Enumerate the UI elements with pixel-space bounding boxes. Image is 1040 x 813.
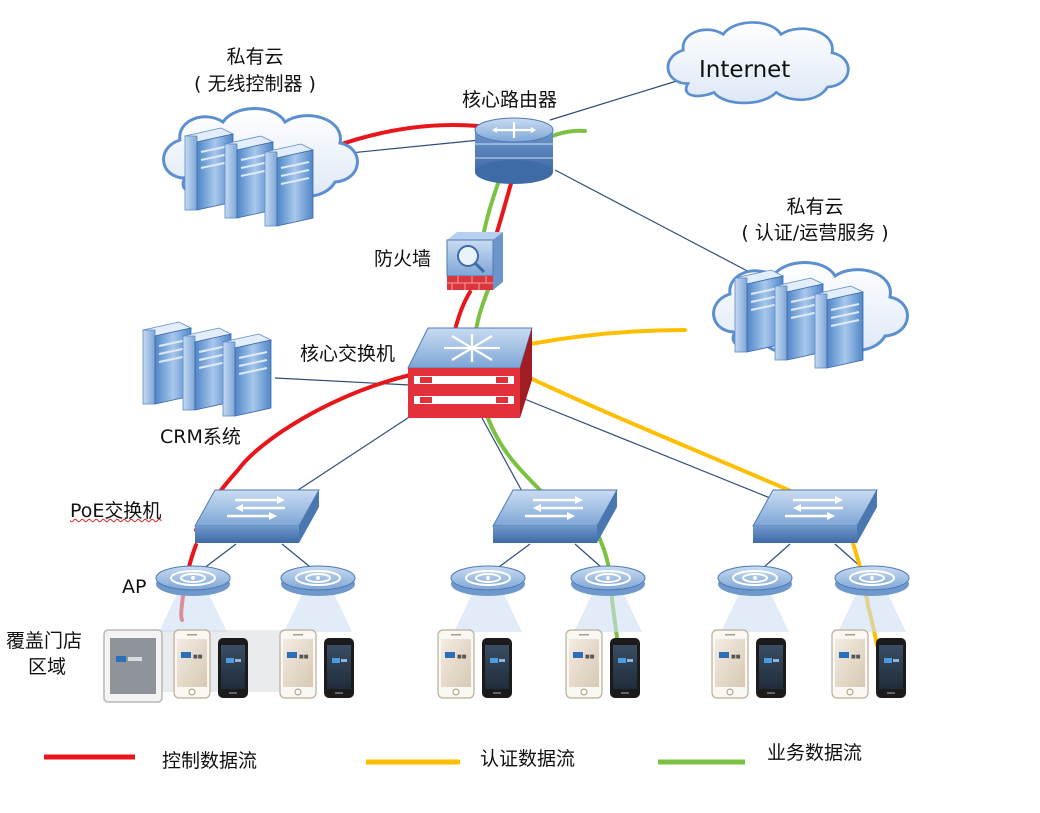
private-cloud-controller <box>162 107 359 227</box>
phone-icon <box>831 629 869 699</box>
access-point-icon <box>155 565 231 597</box>
phone-icon <box>437 629 475 699</box>
private-cloud-auth <box>712 261 909 369</box>
phone-icon <box>610 638 640 698</box>
coverage-label-line2: 区域 <box>28 656 67 678</box>
phone-icon <box>482 638 512 698</box>
ap-3 <box>450 565 526 597</box>
ap-6 <box>834 565 910 597</box>
poe-switch-icon <box>193 488 321 545</box>
legend-label-control: 控制数据流 <box>162 750 258 772</box>
poe-switch-icon <box>491 488 619 545</box>
phone-icon <box>711 629 749 699</box>
crm-label: CRM系统 <box>160 426 241 448</box>
poe-switch-icon <box>751 488 879 545</box>
access-point-icon <box>834 565 910 597</box>
poe-switch-1 <box>193 488 321 545</box>
legend-label-business: 业务数据流 <box>767 742 863 764</box>
phone-icon <box>565 629 603 699</box>
phone-icon <box>324 638 354 698</box>
ap-2 <box>280 565 356 597</box>
crm-servers <box>142 321 272 417</box>
private-cloud-1-title: 私有云 <box>226 46 284 68</box>
ap-4 <box>570 565 646 597</box>
router-icon <box>474 117 554 184</box>
access-point-icon <box>450 565 526 597</box>
internet-label: Internet <box>699 57 791 83</box>
server-icon <box>814 285 864 369</box>
network-links <box>194 79 871 576</box>
phone-icon <box>876 638 906 698</box>
private-cloud-1-subtitle: ( 无线控制器 ) <box>194 73 316 95</box>
core-router-label: 核心路由器 <box>462 89 558 111</box>
ap-coverage-beams <box>159 594 906 632</box>
server-icon <box>222 333 272 417</box>
phone-icon <box>218 638 248 698</box>
ap-5 <box>717 565 793 597</box>
auth-flow-lines <box>528 328 879 647</box>
poe-switch-2 <box>491 488 619 545</box>
ap-1 <box>155 565 231 597</box>
phone-icon <box>173 629 211 699</box>
firewall-label: 防火墙 <box>374 248 432 270</box>
server-icon <box>264 143 314 227</box>
client-devices <box>173 629 906 699</box>
poe-switch-label: PoE交换机 <box>70 500 162 522</box>
coverage-label-line1: 覆盖门店 <box>6 630 83 652</box>
private-cloud-2-title: 私有云 <box>786 196 844 218</box>
poe-switch-3 <box>751 488 879 545</box>
private-cloud-2-subtitle: ( 认证/运营服务 ) <box>741 222 889 244</box>
firewall-icon <box>446 232 503 290</box>
phone-icon <box>756 638 786 698</box>
phone-icon <box>279 629 317 699</box>
access-point-icon <box>280 565 356 597</box>
tablet-icon <box>103 629 163 703</box>
ap-label: AP <box>122 576 147 598</box>
access-point-icon <box>717 565 793 597</box>
core-switch-icon <box>407 327 533 418</box>
legend-label-auth: 认证数据流 <box>480 748 576 770</box>
core-switch-label: 核心交换机 <box>300 343 396 365</box>
access-point-icon <box>570 565 646 597</box>
